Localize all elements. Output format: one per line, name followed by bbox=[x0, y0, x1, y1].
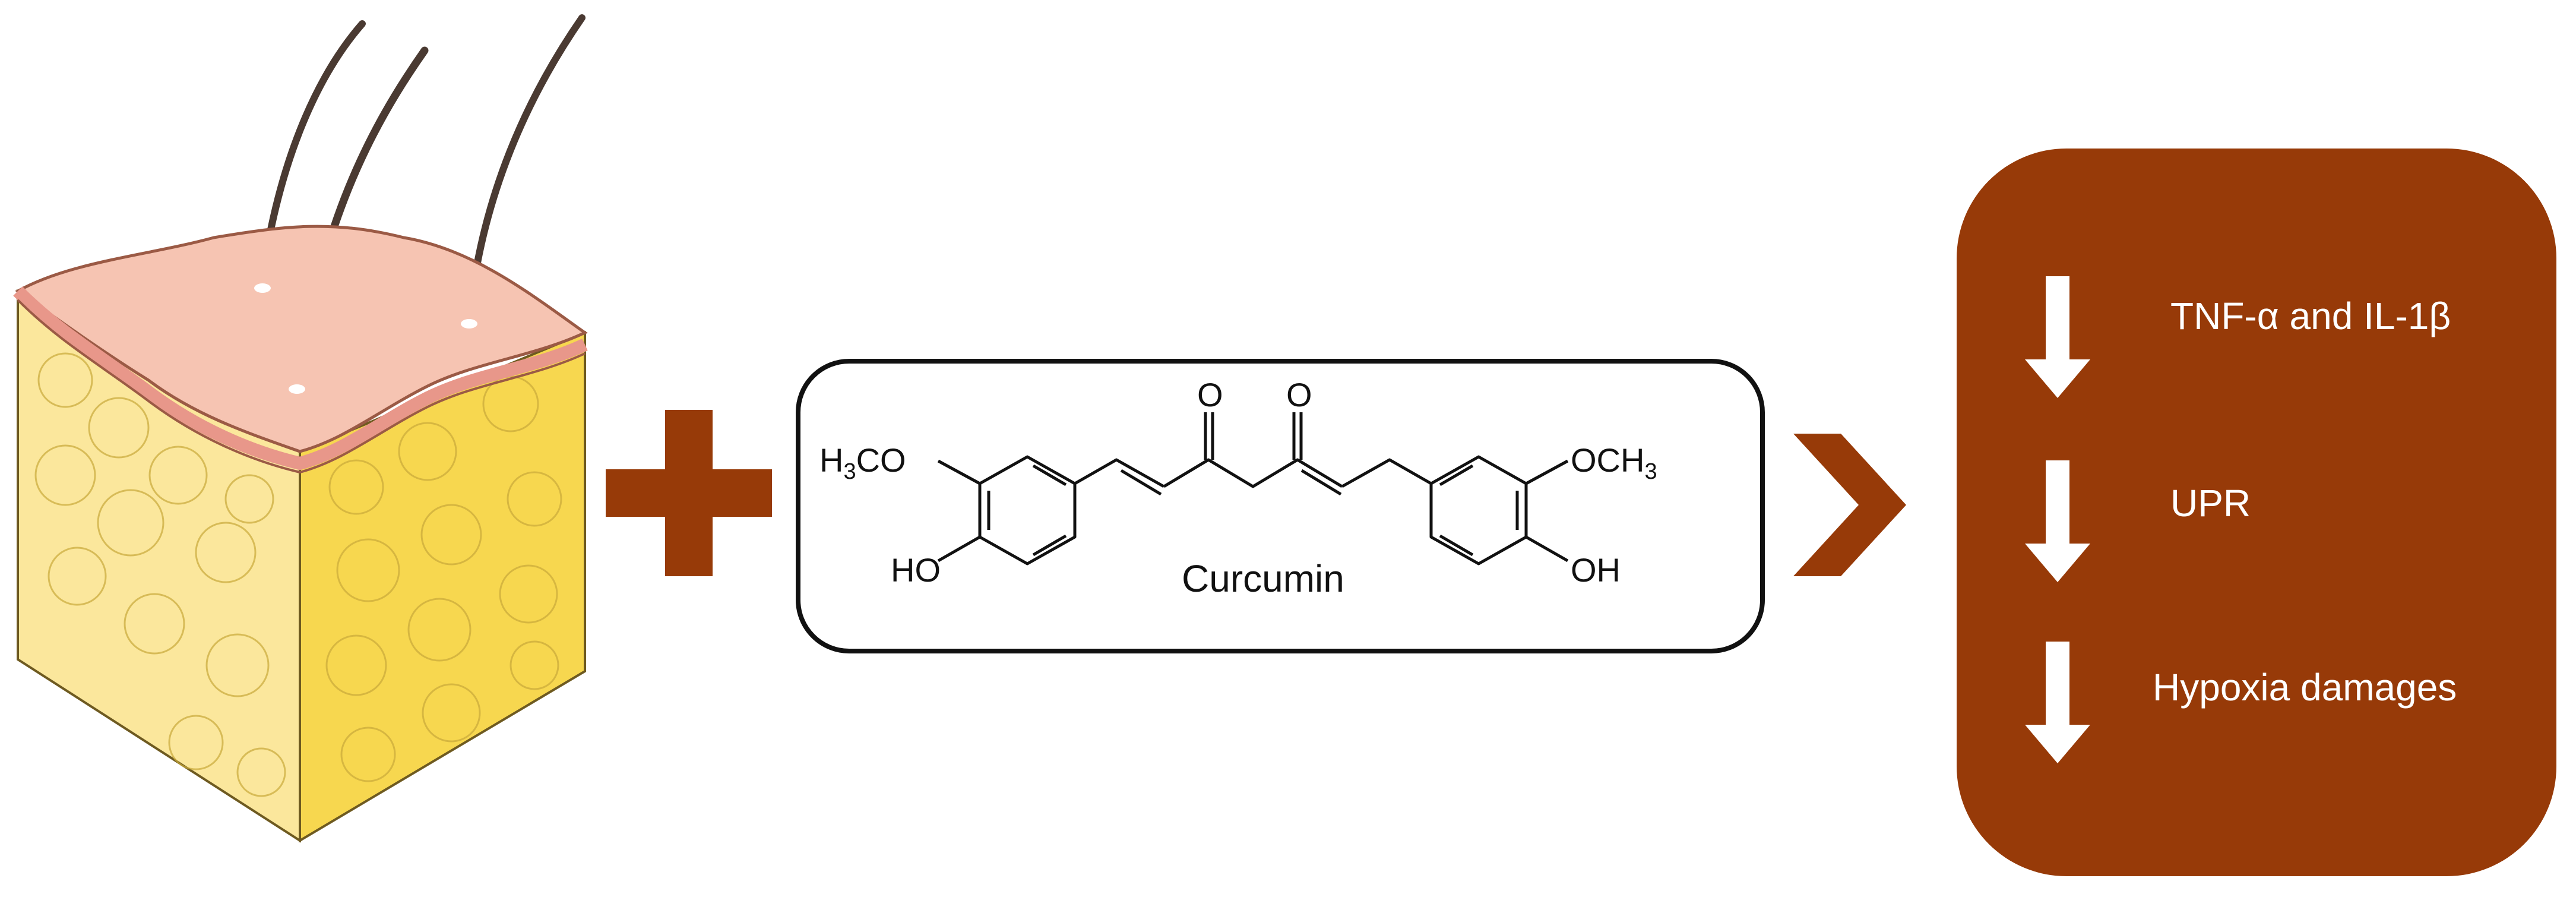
arrow-down-icon bbox=[2025, 642, 2090, 763]
skin-tissue-illustration bbox=[13, 14, 588, 843]
methoxy-left-h: H bbox=[819, 441, 843, 479]
effect-label-upr: UPR bbox=[2170, 482, 2251, 525]
effect-label-hypoxia: Hypoxia damages bbox=[2153, 666, 2457, 709]
molecule-box bbox=[796, 359, 1765, 653]
left-ring-inner-bond bbox=[1032, 534, 1067, 557]
methoxy-left-co: CO bbox=[856, 441, 906, 479]
bond bbox=[1525, 459, 1569, 485]
right-ring-inner-bond bbox=[1439, 464, 1474, 487]
bond bbox=[1525, 535, 1569, 563]
effects-panel: TNF-α and IL-1β UPR Hypoxia damages bbox=[1957, 149, 2556, 876]
double-bond bbox=[1120, 469, 1162, 496]
follicle bbox=[461, 319, 477, 329]
effect-label-cytokines: TNF-α and IL-1β bbox=[2170, 295, 2451, 337]
methoxy-right-och: OCH bbox=[1571, 441, 1644, 479]
molecule-name: Curcumin bbox=[1182, 557, 1344, 600]
epidermis-edge-line bbox=[17, 299, 586, 474]
right-ring-inner-bond bbox=[1439, 534, 1474, 557]
bond bbox=[1341, 458, 1432, 488]
hydroxyl-right-label: OH bbox=[1571, 551, 1621, 589]
arrow-down-icon bbox=[2025, 276, 2090, 398]
hydroxyl-left-label: HO bbox=[891, 551, 941, 589]
follicle bbox=[289, 384, 305, 394]
fat-cells bbox=[34, 352, 562, 797]
left-aromatic-ring bbox=[978, 455, 1077, 566]
keto-oxygen-right: O bbox=[1286, 376, 1312, 413]
arrow-down-icon bbox=[2025, 460, 2090, 582]
follicle bbox=[254, 283, 271, 293]
bond bbox=[937, 459, 981, 485]
epidermis-edge bbox=[13, 286, 588, 470]
double-bond bbox=[1300, 469, 1342, 496]
bond bbox=[937, 535, 981, 563]
keto-oxygen-left: O bbox=[1197, 376, 1223, 413]
bond bbox=[1163, 458, 1343, 488]
curcumin-structure: O O H3CO HO OCH3 OH Curcumin bbox=[819, 376, 1657, 600]
methoxy-right-subscript: 3 bbox=[1644, 459, 1657, 484]
methoxy-left-label: H3CO bbox=[819, 441, 906, 484]
methoxy-left-subscript: 3 bbox=[843, 459, 856, 484]
skin-top-surface bbox=[15, 225, 588, 453]
chevron-right-icon bbox=[1793, 434, 1906, 576]
plus-icon bbox=[606, 410, 772, 576]
right-aromatic-ring bbox=[1429, 455, 1528, 566]
left-ring-inner-bond bbox=[1032, 464, 1067, 487]
bond bbox=[1074, 458, 1165, 488]
methoxy-right-label: OCH3 bbox=[1571, 441, 1657, 484]
